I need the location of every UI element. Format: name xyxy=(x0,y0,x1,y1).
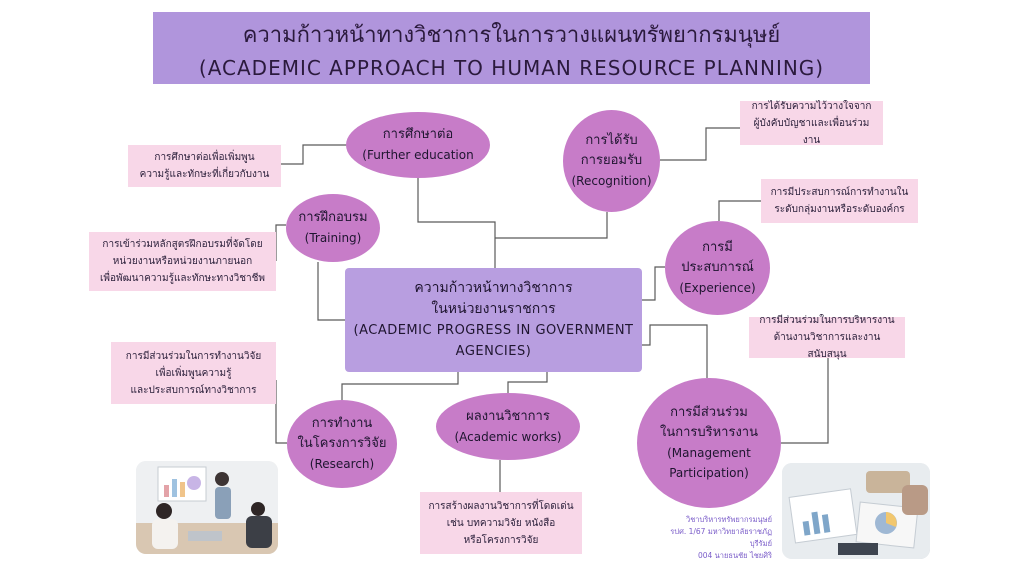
node-training-english: (Training) xyxy=(304,231,362,245)
credit-line-2: รปศ. 1/67 มหาวิทยาลัยราชภัฏบุรีรัมย์ xyxy=(670,527,772,548)
note-experience-line-1: การมีประสบการณ์การทำงานใน xyxy=(770,187,909,198)
node-training-thai: การฝึกอบรม xyxy=(298,210,368,225)
connector-management-to-note xyxy=(781,358,829,444)
note-academic-works: การสร้างผลงานวิชาการที่โดดเด่น เช่น บทคว… xyxy=(420,492,582,554)
title-thai: ความก้าวหน้าทางวิชาการในการวางแผนทรัพยาก… xyxy=(242,22,781,48)
connector-experience-to-note xyxy=(718,200,761,221)
note-management-line-1: การมีส่วนร่วมในการบริหารงาน xyxy=(759,315,895,326)
node-research-thai-1: การทำงาน xyxy=(311,416,373,431)
credit-line-3: 004 นายธนชัย ไชยศิริ xyxy=(697,551,772,560)
office-meeting-photo xyxy=(136,461,278,554)
note-experience-line-2: ระดับกลุ่มงานหรือระดับองค์กร xyxy=(774,204,905,215)
credit-line-1: วิชาบริหารทรัพยากรมนุษย์ xyxy=(686,515,772,524)
central-line-3: (ACADEMIC PROGRESS IN GOVERNMENT xyxy=(353,323,634,338)
note-research-line-3: และประสบการณ์ทางวิชาการ xyxy=(130,384,257,396)
note-further-education-line-1: การศึกษาต่อเพื่อเพิ่มพูน xyxy=(154,152,255,163)
node-management-english-1: (Management xyxy=(667,446,751,460)
office-meeting-illustration xyxy=(136,461,278,554)
node-research-english: (Research) xyxy=(309,457,375,471)
connector-further-education-to-note xyxy=(281,144,351,165)
node-management-participation: การมีส่วนร่วม ในการบริหารงาน (Management… xyxy=(637,378,781,508)
connector-training-to-note xyxy=(275,224,286,261)
node-academic-works-english: (Academic works) xyxy=(454,429,562,444)
connector-recognition-to-central xyxy=(495,212,608,239)
node-further-education: การศึกษาต่อ (Further education xyxy=(346,112,490,178)
connector-management-to-central xyxy=(642,324,708,378)
node-experience-english: (Experience) xyxy=(679,281,756,295)
connector-academic-works-to-central xyxy=(507,372,548,393)
note-experience: การมีประสบการณ์การทำงานใน ระดับกลุ่มงานห… xyxy=(761,179,918,223)
node-training: การฝึกอบรม (Training) xyxy=(286,194,380,262)
note-training-line-2: หน่วยงานหรือหน่วยงานภายนอก xyxy=(112,256,253,267)
title-english: (ACADEMIC APPROACH TO HUMAN RESOURCE PLA… xyxy=(198,55,825,80)
central-line-4: AGENCIES) xyxy=(455,344,532,359)
node-recognition-thai-1: การได้รับ xyxy=(585,133,638,148)
note-academic-works-line-2: เช่น บทความวิจัย หนังสือ xyxy=(446,517,556,529)
note-academic-works-line-1: การสร้างผลงานวิชาการที่โดดเด่น xyxy=(428,500,574,512)
node-recognition: การได้รับ การยอมรับ (Recognition) xyxy=(563,110,660,212)
connector-recognition-to-note xyxy=(660,127,740,161)
note-management: การมีส่วนร่วมในการบริหารงาน ด้านงานวิชาก… xyxy=(749,315,905,360)
central-line-2: ในหน่วยงานราชการ xyxy=(431,301,556,317)
note-research-line-2: เพื่อเพิ่มพูนความรู้ xyxy=(155,367,232,379)
note-recognition-line-2: ผู้บังคับบัญชาและเพื่อนร่วมงาน xyxy=(753,117,870,146)
course-credit: วิชาบริหารทรัพยากรมนุษย์ รปศ. 1/67 มหาวิ… xyxy=(660,514,772,562)
connector-research-to-note xyxy=(275,380,287,444)
note-further-education-line-2: ความรู้และทักษะที่เกี่ยวกับงาน xyxy=(139,169,270,180)
node-experience: การมี ประสบการณ์ (Experience) xyxy=(665,221,770,315)
node-experience-thai-2: ประสบการณ์ xyxy=(681,260,754,275)
node-recognition-english: (Recognition) xyxy=(571,174,652,188)
note-training-line-3: เพื่อพัฒนาความรู้และทักษะทางวิชาชีพ xyxy=(99,273,265,284)
central-line-1: ความก้าวหน้าทางวิชาการ xyxy=(414,280,573,296)
node-management-thai-1: การมีส่วนร่วม xyxy=(670,405,748,420)
node-experience-thai-1: การมี xyxy=(702,240,733,255)
node-recognition-thai-2: การยอมรับ xyxy=(580,153,643,168)
node-research: การทำงาน ในโครงการวิจัย (Research) xyxy=(287,400,397,488)
note-academic-works-line-3: หรือโครงการวิจัย xyxy=(463,534,539,546)
note-further-education: การศึกษาต่อเพื่อเพิ่มพูน ความรู้และทักษะ… xyxy=(128,145,281,187)
node-further-education-english: (Further education xyxy=(362,148,474,162)
note-training: การเข้าร่วมหลักสูตรฝึกอบรมที่จัดโดย หน่ว… xyxy=(89,232,276,291)
node-research-thai-2: ในโครงการวิจัย xyxy=(297,436,387,451)
node-academic-works: ผลงานวิชาการ (Academic works) xyxy=(436,393,580,460)
data-analysis-illustration xyxy=(782,463,930,559)
note-recognition-line-1: การได้รับความไว้วางใจจาก xyxy=(751,100,872,112)
connector-further-education-to-central xyxy=(417,178,496,268)
node-management-english-2: Participation) xyxy=(669,466,749,480)
data-analysis-photo xyxy=(782,463,930,559)
connector-experience-to-central xyxy=(642,266,665,301)
note-research: การมีส่วนร่วมในการทำงานวิจัย เพื่อเพิ่มพ… xyxy=(111,342,276,404)
note-research-line-1: การมีส่วนร่วมในการทำงานวิจัย xyxy=(125,350,262,362)
note-management-line-2: ด้านงานวิชาการและงานสนับสนุน xyxy=(773,332,881,360)
title-banner: ความก้าวหน้าทางวิชาการในการวางแผนทรัพยาก… xyxy=(153,12,870,84)
node-further-education-thai: การศึกษาต่อ xyxy=(382,127,454,142)
central-topic-box: ความก้าวหน้าทางวิชาการ ในหน่วยงานราชการ … xyxy=(345,268,642,372)
note-recognition: การได้รับความไว้วางใจจาก ผู้บังคับบัญชาแ… xyxy=(740,100,883,146)
connector-research-to-central xyxy=(341,372,459,400)
node-academic-works-thai: ผลงานวิชาการ xyxy=(466,408,550,424)
connector-training-to-central xyxy=(317,262,345,321)
node-management-thai-2: ในการบริหารงาน xyxy=(659,425,758,440)
note-training-line-1: การเข้าร่วมหลักสูตรฝึกอบรมที่จัดโดย xyxy=(102,239,263,250)
